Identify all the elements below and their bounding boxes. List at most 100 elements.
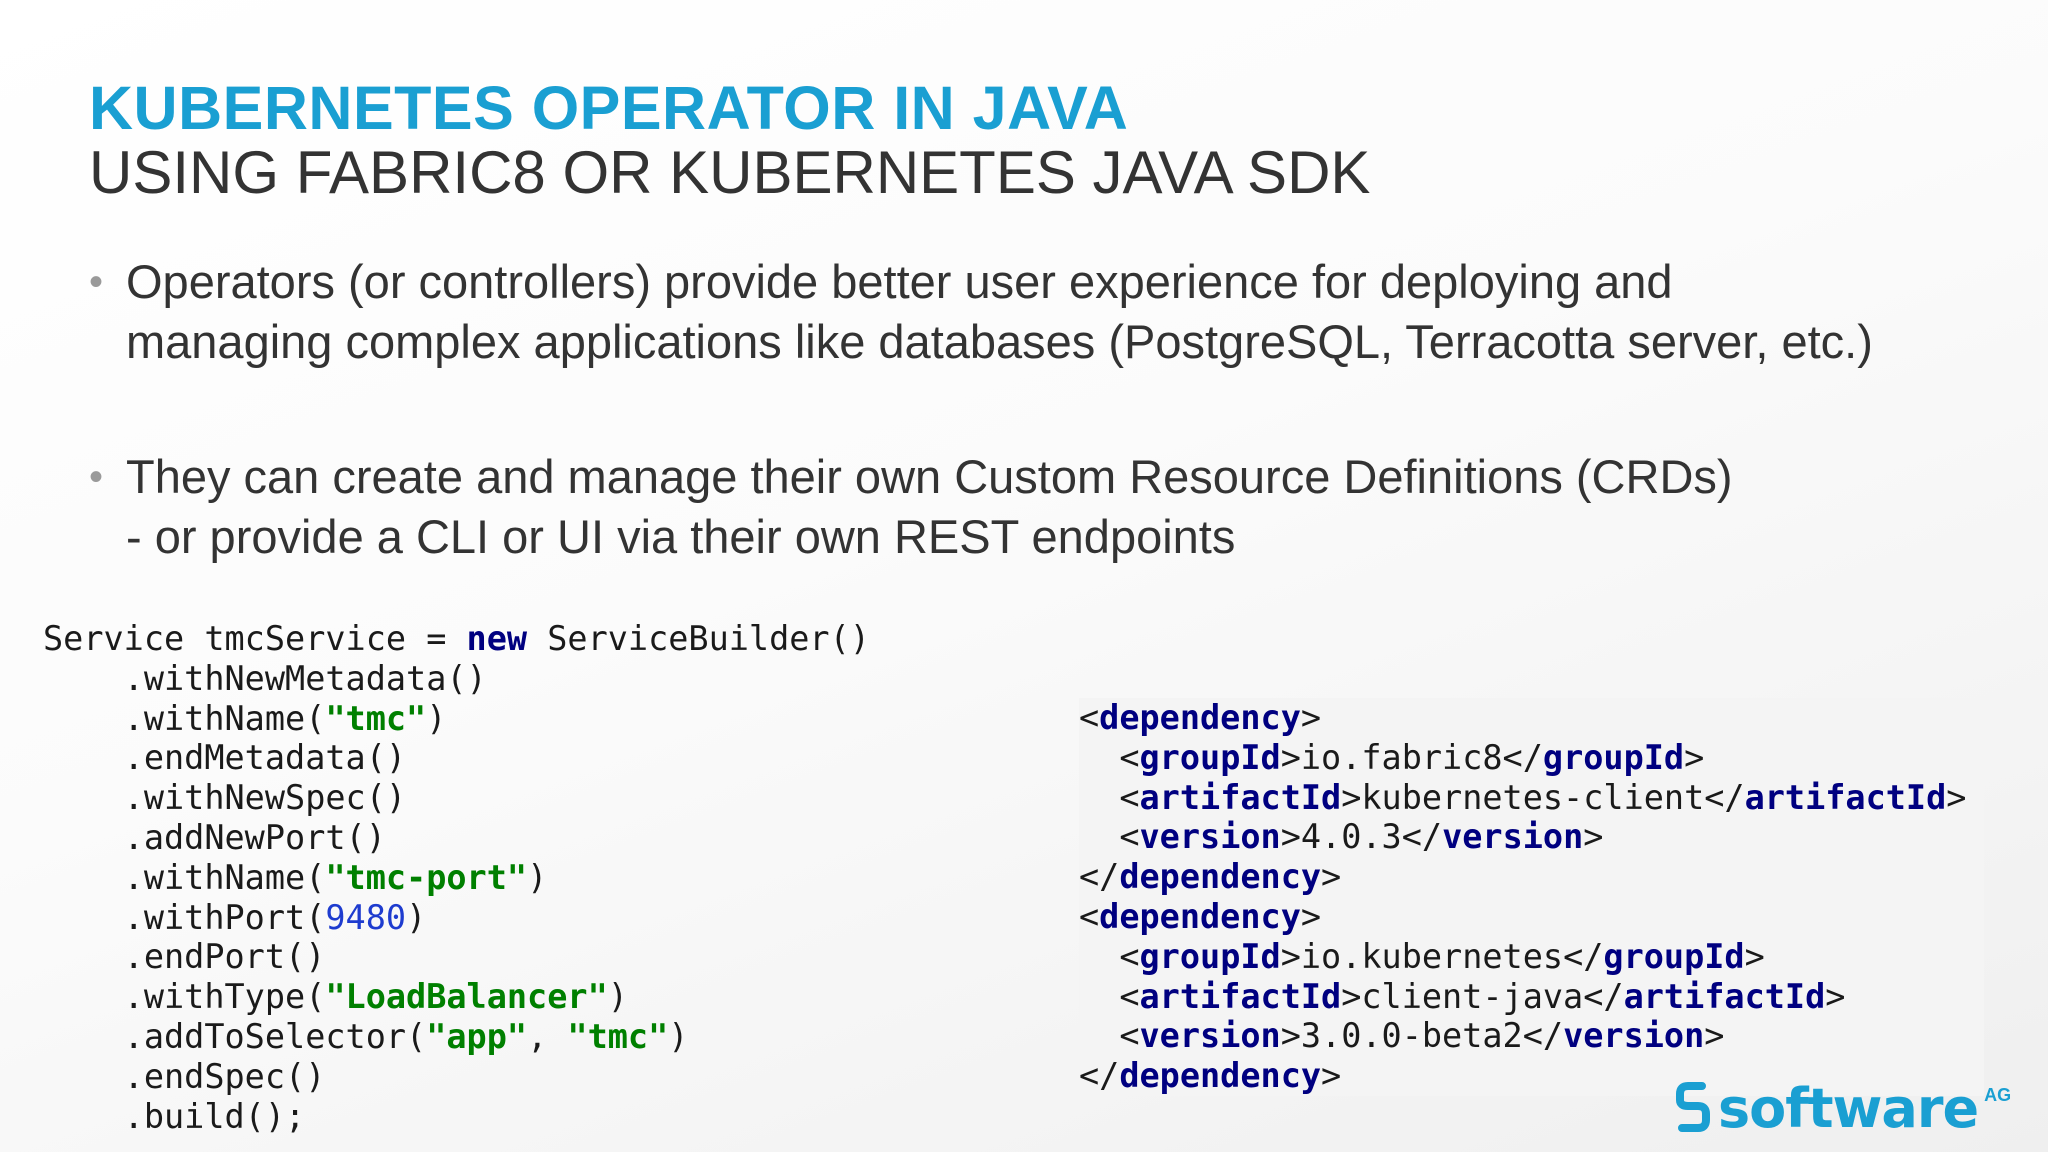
title-block: KUBERNETES OPERATOR IN JAVA USING FABRIC… xyxy=(89,76,1370,206)
code-token: > xyxy=(1321,857,1342,897)
code-token: version xyxy=(1139,817,1281,857)
code-token: .build(); xyxy=(43,1096,306,1136)
code-token: groupId xyxy=(1139,936,1281,976)
code-token: > xyxy=(1321,1056,1342,1096)
code-token: ) xyxy=(668,1016,689,1056)
bullet-marker: • xyxy=(89,455,104,499)
code-token: artifactId xyxy=(1744,777,1947,817)
code-line: <artifactId>client-java</artifactId> xyxy=(1079,977,1845,1016)
code-token: groupId xyxy=(1139,737,1281,777)
code-token: > xyxy=(1744,936,1765,976)
bullet-list: • Operators (or controllers) provide bet… xyxy=(89,252,2039,567)
code-token: dependency xyxy=(1119,857,1322,897)
code-token: ) xyxy=(527,857,548,897)
code-token: >io.kubernetes</ xyxy=(1280,936,1604,976)
code-token: < xyxy=(1079,817,1140,857)
code-line: .withType("LoadBalancer") xyxy=(43,977,628,1016)
code-token: < xyxy=(1079,737,1140,777)
code-token: > xyxy=(1583,817,1604,857)
code-token: new xyxy=(466,619,528,658)
code-token: > xyxy=(1825,976,1846,1016)
code-line: <groupId>io.fabric8</groupId> xyxy=(1079,738,1704,777)
code-line: <version>3.0.0-beta2</version> xyxy=(1079,1016,1724,1055)
code-token: ) xyxy=(607,977,628,1017)
code-token: .withType( xyxy=(43,977,326,1017)
code-token: , xyxy=(527,1016,568,1056)
code-line: </dependency> xyxy=(1079,1056,1341,1095)
code-line: .build(); xyxy=(43,1096,306,1136)
code-token: groupId xyxy=(1603,936,1745,976)
logo-mark-icon xyxy=(1676,1082,1710,1132)
bullet-item: • Operators (or controllers) provide bet… xyxy=(89,252,2039,372)
code-token: < xyxy=(1079,936,1140,976)
code-line: .withNewMetadata() xyxy=(43,659,487,698)
bullet-line: Operators (or controllers) provide bette… xyxy=(126,255,1673,308)
code-token: >4.0.3</ xyxy=(1280,817,1443,857)
slide-subtitle: USING FABRIC8 OR KUBERNETES JAVA SDK xyxy=(89,139,1371,206)
bullet-line: They can create and manage their own Cus… xyxy=(126,450,1733,503)
logo-suffix: AG xyxy=(1984,1085,2012,1105)
code-line: .withNewSpec() xyxy=(43,778,406,817)
bullet-line: - or provide a CLI or UI via their own R… xyxy=(126,510,1236,563)
code-token: >io.fabric8</ xyxy=(1280,737,1543,777)
code-line: <version>4.0.3</version> xyxy=(1079,817,1603,856)
code-token: .addToSelector( xyxy=(43,1016,427,1056)
code-token: artifactId xyxy=(1139,976,1342,1016)
code-token: .endSpec() xyxy=(43,1056,326,1096)
code-line: .withName("tmc") xyxy=(43,698,447,738)
code-line: <dependency> xyxy=(1079,698,1321,737)
code-token: </ xyxy=(1079,857,1120,897)
code-token: < xyxy=(1079,1016,1140,1056)
code-token: > xyxy=(1704,1016,1725,1056)
code-token: > xyxy=(1300,698,1322,737)
code-line: .endPort() xyxy=(43,937,326,976)
code-token: version xyxy=(1563,1016,1705,1056)
code-line: <dependency> xyxy=(1079,897,1321,936)
code-line: <groupId>io.kubernetes</groupId> xyxy=(1079,936,1765,976)
code-token: .withPort( xyxy=(43,897,326,937)
code-token: >kubernetes-client</ xyxy=(1341,777,1745,817)
code-token: > xyxy=(1946,777,1967,817)
code-token: "tmc-port" xyxy=(325,857,528,897)
code-token: .withName( xyxy=(43,698,326,738)
code-token: "tmc" xyxy=(325,698,427,738)
code-token: .withNewSpec() xyxy=(43,778,407,818)
code-token: < xyxy=(1079,896,1100,936)
code-token: "tmc" xyxy=(567,1016,669,1056)
code-token: ) xyxy=(426,698,447,738)
code-line: <artifactId>kubernetes-client</artifactI… xyxy=(1079,778,1966,817)
code-token: "app" xyxy=(426,1016,528,1056)
code-token: artifactId xyxy=(1623,976,1826,1016)
code-line: .withName("tmc-port") xyxy=(43,857,548,897)
code-token: >client-java</ xyxy=(1341,976,1624,1016)
bullet-line: managing complex applications like datab… xyxy=(126,315,1873,368)
code-token: .addNewPort() xyxy=(43,817,386,857)
code-token: .withNewMetadata() xyxy=(43,658,487,698)
code-token: .endMetadata() xyxy=(43,738,407,778)
code-token: < xyxy=(1079,976,1140,1016)
code-token: dependency xyxy=(1119,1056,1322,1096)
code-token: > xyxy=(1300,896,1322,936)
software-ag-logo: software AG xyxy=(1676,1076,2011,1136)
code-token: ) xyxy=(406,897,427,937)
code-token: "LoadBalancer" xyxy=(325,977,608,1017)
java-code-block: Service tmcService = new ServiceBuilder(… xyxy=(43,619,870,1136)
code-line: Service tmcService = new ServiceBuilder(… xyxy=(43,619,870,658)
code-token: version xyxy=(1139,1016,1281,1056)
code-token: </ xyxy=(1079,1056,1120,1096)
code-line: .addNewPort() xyxy=(43,818,386,857)
code-token: artifactId xyxy=(1139,777,1342,817)
code-token: .withName( xyxy=(43,857,326,897)
xml-code-block: <dependency> <groupId>io.fabric8</groupI… xyxy=(1079,698,1985,1096)
code-token: version xyxy=(1442,817,1584,857)
code-token: < xyxy=(1079,777,1140,817)
code-line: .endSpec() xyxy=(43,1056,326,1096)
code-token: groupId xyxy=(1542,737,1685,777)
code-token: >3.0.0-beta2</ xyxy=(1280,1016,1564,1056)
slide-title: KUBERNETES OPERATOR IN JAVA xyxy=(89,74,1129,142)
bullet-marker: • xyxy=(89,260,104,304)
code-token: ServiceBuilder() xyxy=(527,619,870,658)
bullet-item: • They can create and manage their own C… xyxy=(89,447,2039,567)
code-line: .withPort(9480) xyxy=(43,897,427,937)
code-line: </dependency> xyxy=(1079,857,1341,896)
